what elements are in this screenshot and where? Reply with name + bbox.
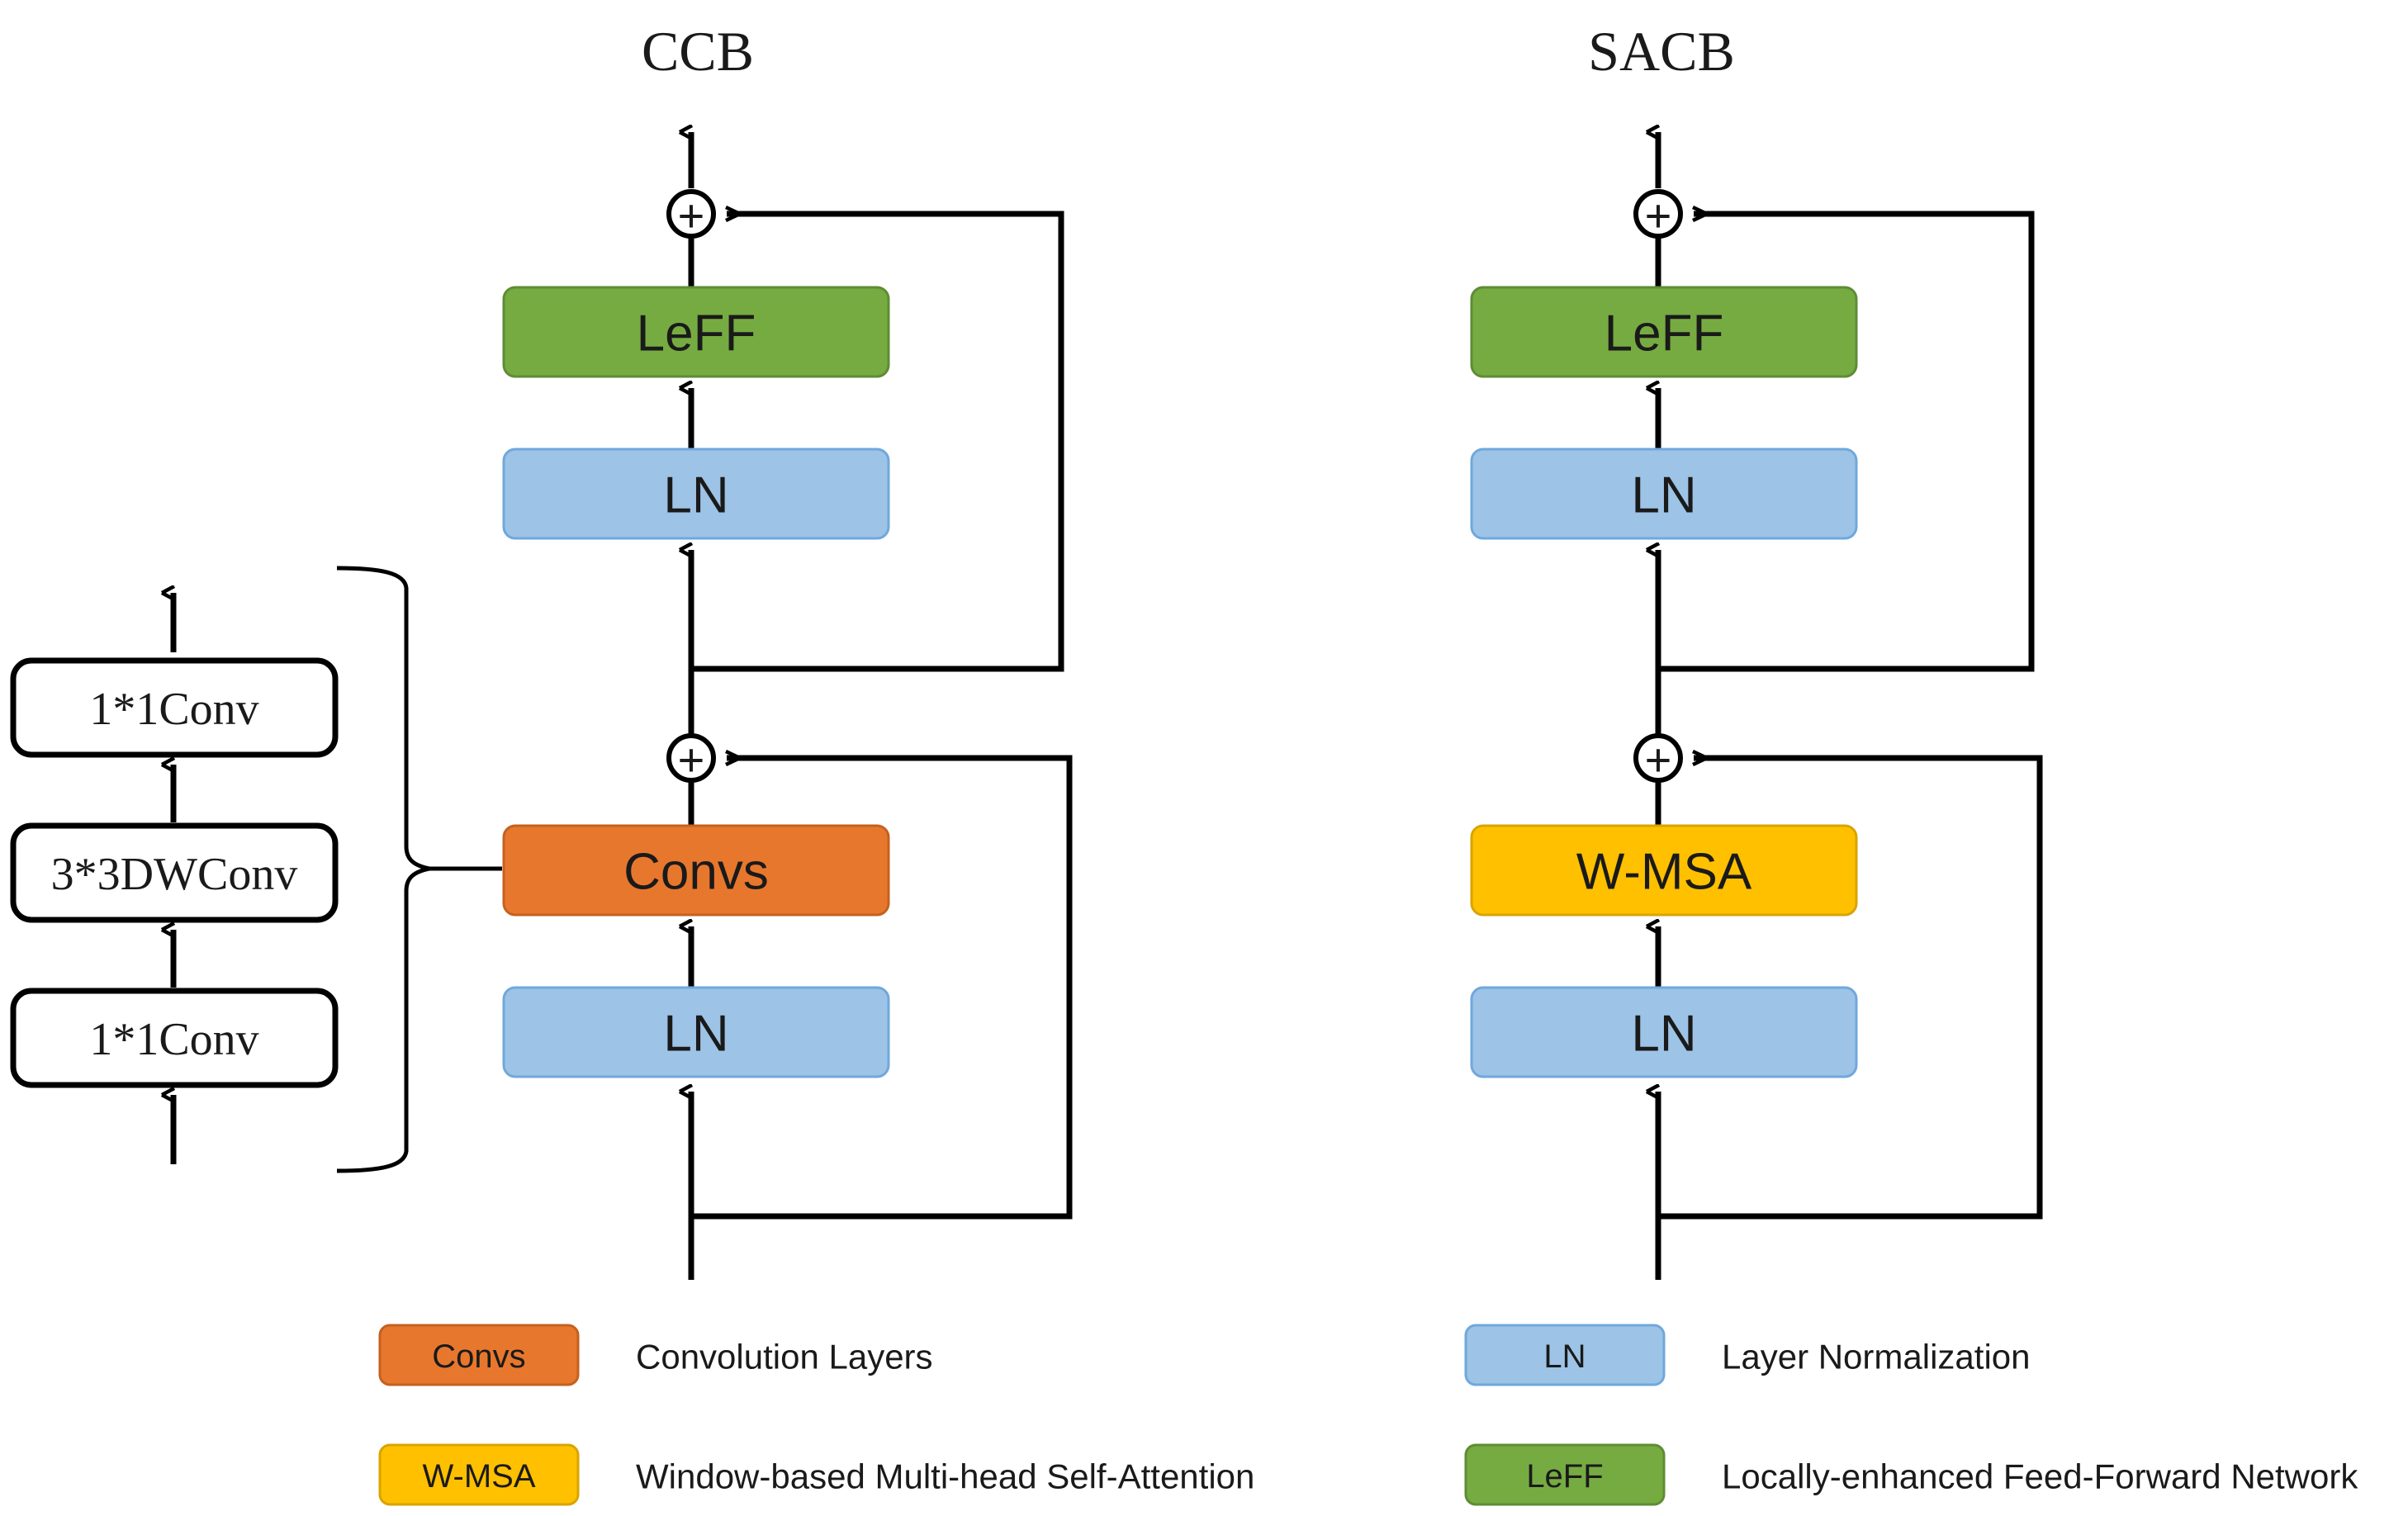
convs-brace	[336, 566, 430, 1173]
sacb-ln-top: LN	[1470, 448, 1858, 540]
legend-chip-leff-label: LeFF	[1526, 1458, 1603, 1495]
legend-item-convs: Convs Convolution Layers	[378, 1324, 933, 1386]
sacb-ln-top-label: LN	[1631, 467, 1696, 524]
ccb-add-mid-symbol: +	[678, 734, 705, 786]
sacb-inner-residual	[1658, 758, 2043, 1220]
ccb-ln-bottom-label: LN	[663, 1006, 728, 1063]
ccb-outer-residual	[691, 214, 1064, 672]
legend-desc-leff: Locally-enhanced Feed-Forward Network	[1722, 1457, 2358, 1496]
legend-desc-convs: Convolution Layers	[636, 1338, 933, 1376]
ccb-ln-bottom: LN	[502, 986, 890, 1078]
ccb-leff-label: LeFF	[637, 306, 756, 362]
legend-chip-wmsa-label: W-MSA	[422, 1458, 535, 1495]
legend-item-wmsa: W-MSA Window-based Multi-head Self-Atten…	[378, 1443, 1254, 1506]
legend-chip-ln-label: LN	[1543, 1338, 1586, 1375]
ccb-title: CCB	[642, 20, 754, 83]
legend-desc-wmsa: Window-based Multi-head Self-Attention	[636, 1457, 1254, 1496]
ccb-inner-residual	[691, 758, 1073, 1220]
sacb-add-top-symbol: +	[1645, 190, 1672, 242]
sacb-add-mid: +	[1633, 733, 1683, 786]
sacb-add-top: +	[1633, 189, 1683, 242]
ccb-convs: Convs	[502, 824, 890, 917]
legend-chip-leff	[1464, 1443, 1666, 1506]
ccb-ln-top: LN	[502, 448, 890, 540]
expand-dwconv-label: 3*3DWConv	[51, 849, 298, 900]
ccb-add-top-symbol: +	[678, 190, 705, 242]
ccb-column: CCB + LeFF LN	[502, 20, 1073, 1280]
sacb-add-mid-symbol: +	[1645, 734, 1672, 786]
legend-chip-convs	[378, 1324, 580, 1386]
ccb-convs-label: Convs	[623, 844, 769, 901]
legend: Convs Convolution Layers W-MSA Window-ba…	[378, 1324, 2358, 1506]
legend-desc-ln: Layer Normalization	[1722, 1338, 2031, 1376]
sacb-outer-residual	[1658, 214, 2035, 672]
sacb-leff: LeFF	[1470, 286, 1858, 378]
legend-item-ln: LN Layer Normalization	[1464, 1324, 2031, 1386]
convs-expansion: 1*1Conv 3*3DWConv 1*1Conv	[10, 566, 502, 1173]
legend-chip-wmsa	[378, 1443, 580, 1506]
legend-item-leff: LeFF Locally-enhanced Feed-Forward Netwo…	[1464, 1443, 2358, 1506]
expand-conv-top-label: 1*1Conv	[89, 684, 258, 735]
sacb-ln-bottom: LN	[1470, 986, 1858, 1078]
legend-chip-ln	[1464, 1324, 1666, 1386]
sacb-column: SACB + LeFF LN +	[1470, 20, 2043, 1280]
sacb-wmsa: W-MSA	[1470, 824, 1858, 917]
expand-conv-top: 1*1Conv	[10, 657, 339, 758]
expand-conv-bottom-label: 1*1Conv	[89, 1014, 258, 1065]
sacb-ln-bottom-label: LN	[1631, 1006, 1696, 1063]
expand-conv-bottom: 1*1Conv	[10, 988, 339, 1088]
ccb-add-mid: +	[666, 733, 716, 786]
ccb-leff: LeFF	[502, 286, 890, 378]
sacb-wmsa-label: W-MSA	[1576, 844, 1752, 901]
ccb-ln-top-label: LN	[663, 467, 728, 524]
legend-chip-convs-label: Convs	[432, 1338, 525, 1375]
expand-dwconv: 3*3DWConv	[10, 822, 339, 923]
ccb-add-top: +	[666, 189, 716, 242]
sacb-leff-label: LeFF	[1605, 306, 1724, 362]
sacb-title: SACB	[1588, 20, 1735, 83]
